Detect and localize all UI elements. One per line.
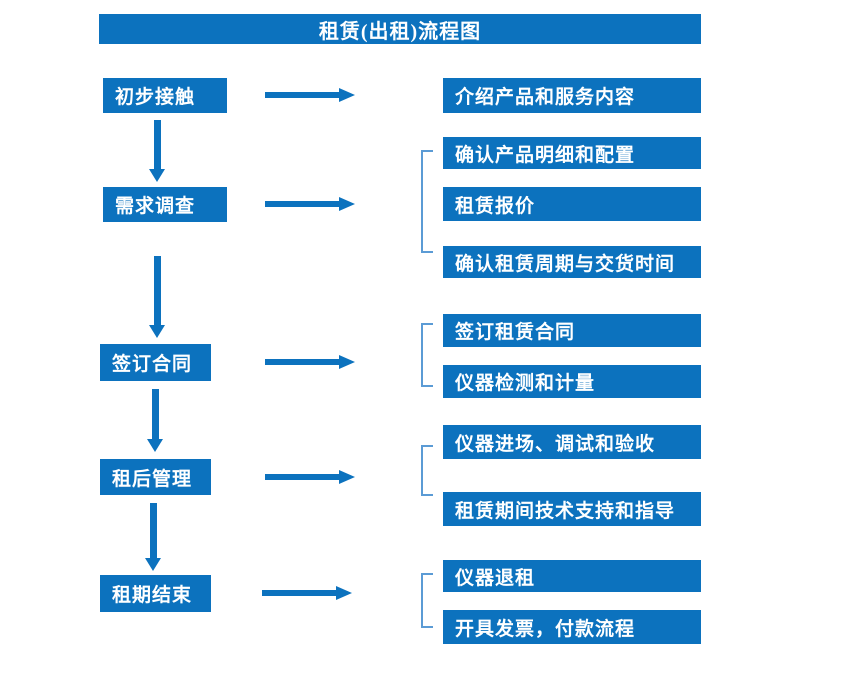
detail-label: 仪器检测和计量	[455, 373, 596, 394]
step-label: 需求调查	[115, 196, 196, 217]
detail-box: 仪器进场、调试和验收	[443, 425, 701, 459]
step-box-rental-end: 租期结束	[100, 575, 211, 612]
step-label: 租期结束	[112, 585, 193, 606]
detail-label: 介绍产品和服务内容	[455, 87, 636, 108]
detail-box: 开具发票，付款流程	[443, 610, 701, 644]
group-bracket-icon	[421, 323, 433, 387]
detail-box: 租赁期间技术支持和指导	[443, 492, 701, 526]
arrow-right-icon	[265, 470, 355, 484]
arrow-right-icon	[265, 355, 355, 369]
arrow-right-icon	[265, 197, 355, 211]
step-label: 租后管理	[112, 468, 193, 490]
detail-box: 介绍产品和服务内容	[443, 78, 701, 113]
arrow-down-icon	[147, 389, 163, 452]
arrow-right-icon	[265, 88, 355, 102]
arrow-down-icon	[149, 120, 165, 182]
detail-box: 仪器检测和计量	[443, 365, 701, 398]
arrow-down-icon	[145, 503, 161, 571]
step-box-sign-contract: 签订合同	[100, 344, 211, 381]
group-bracket-icon	[421, 573, 433, 628]
group-bracket-icon	[421, 445, 433, 496]
detail-box: 确认租赁周期与交货时间	[443, 246, 701, 278]
page-title: 租赁(出租)流程图	[318, 20, 482, 43]
detail-label: 仪器进场、调试和验收	[455, 433, 656, 455]
detail-box: 仪器退租	[443, 560, 701, 592]
step-label: 签订合同	[112, 354, 193, 375]
arrow-down-icon	[149, 256, 165, 338]
detail-label: 确认产品明细和配置	[455, 144, 636, 166]
arrow-right-icon	[262, 586, 352, 600]
detail-label: 确认租赁周期与交货时间	[455, 253, 676, 275]
group-bracket-icon	[421, 150, 433, 253]
step-box-initial-contact: 初步接触	[103, 78, 227, 113]
detail-box: 租赁报价	[443, 187, 701, 221]
detail-box: 签订租赁合同	[443, 314, 701, 347]
step-box-demand-survey: 需求调查	[103, 187, 227, 222]
detail-label: 租赁报价	[455, 195, 536, 217]
detail-label: 租赁期间技术支持和指导	[455, 500, 676, 522]
detail-label: 开具发票，付款流程	[455, 618, 636, 640]
step-box-post-rental: 租后管理	[100, 459, 211, 495]
detail-box: 确认产品明细和配置	[443, 137, 701, 169]
step-label: 初步接触	[115, 87, 196, 108]
title-banner: 租赁(出租)流程图	[99, 14, 701, 44]
detail-label: 签订租赁合同	[455, 322, 576, 343]
detail-label: 仪器退租	[455, 567, 536, 589]
